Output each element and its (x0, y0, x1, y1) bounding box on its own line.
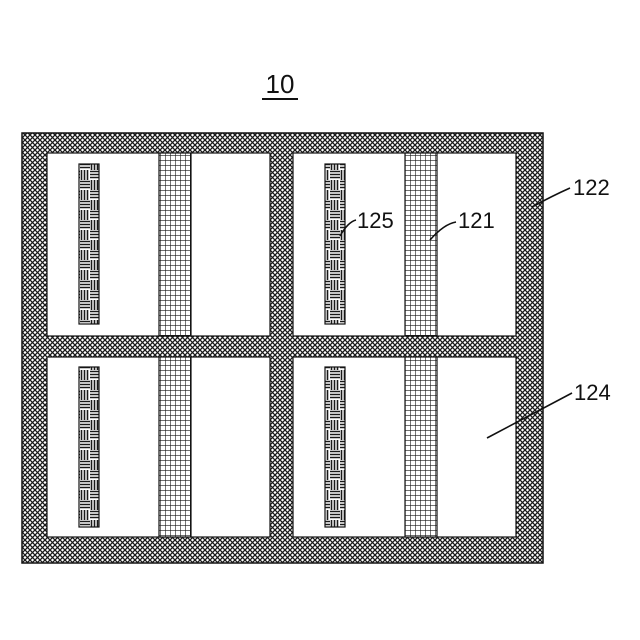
stripe-bottom-right (405, 357, 437, 537)
figure-title: 10 (266, 69, 295, 99)
label-stripe: 121 (458, 208, 495, 233)
label-comb: 125 (357, 208, 394, 233)
label-frame: 122 (573, 175, 610, 200)
label-cell: 124 (574, 380, 611, 405)
stripe-top-right (405, 153, 437, 336)
comb-top-right (325, 164, 345, 324)
comb-bottom-left (79, 367, 99, 527)
stripe-bottom-left (159, 357, 191, 537)
stripe-top-left (159, 153, 191, 336)
comb-top-left (79, 164, 99, 324)
comb-bottom-right (325, 367, 345, 527)
